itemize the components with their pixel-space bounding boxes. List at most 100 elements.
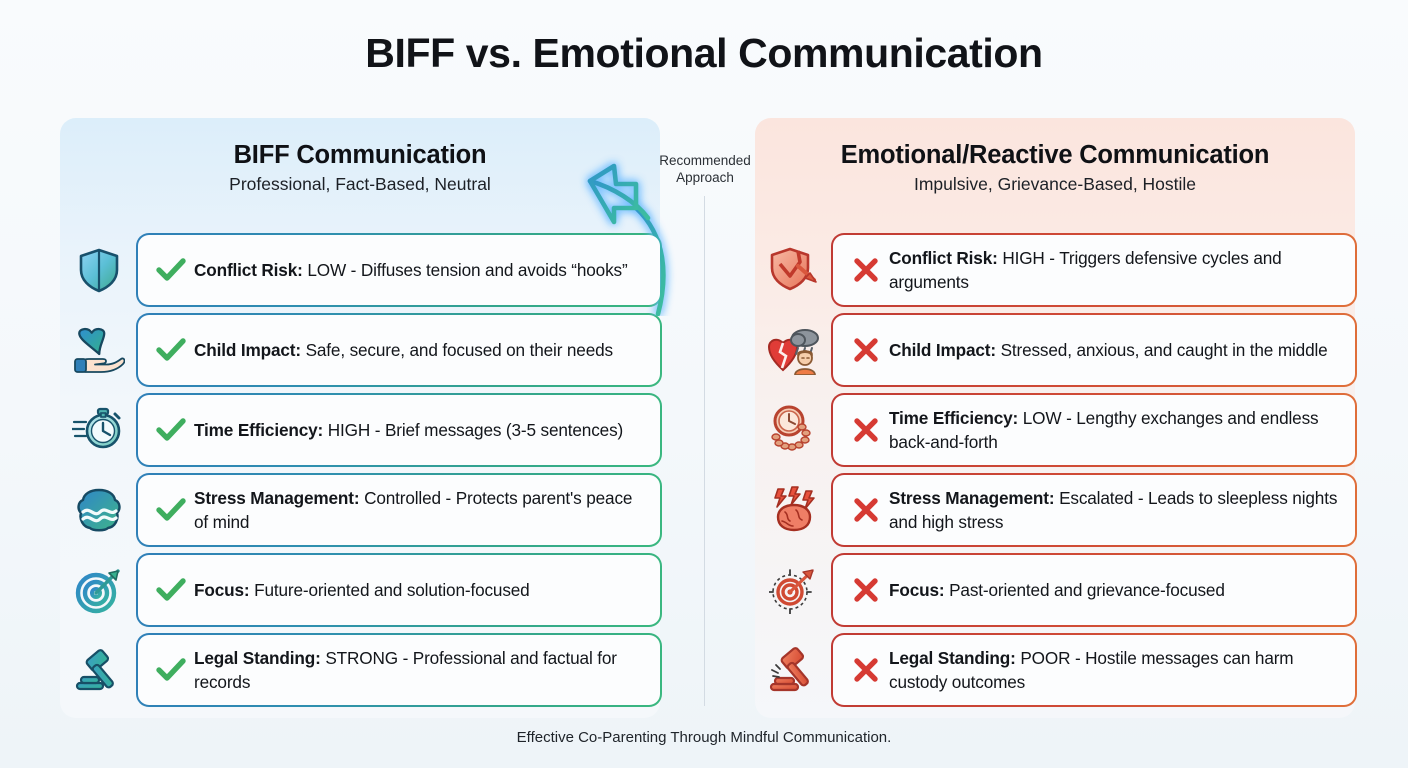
emotional-card: Time Efficiency: LOW - Lengthy exchanges…	[831, 393, 1357, 467]
cross-icon	[843, 416, 889, 444]
cross-icon	[843, 576, 889, 604]
biff-card: Focus: Future-oriented and solution-focu…	[136, 553, 662, 627]
biff-card: Conflict Risk: LOW - Diffuses tension an…	[136, 233, 662, 307]
emotional-card: Child Impact: Stressed, anxious, and cau…	[831, 313, 1357, 387]
table-row: Legal Standing: STRONG - Professional an…	[60, 630, 662, 710]
emotional-card: Conflict Risk: HIGH - Triggers defensive…	[831, 233, 1357, 307]
row-text: Child Impact: Safe, secure, and focused …	[194, 338, 613, 362]
table-row: Time Efficiency: HIGH - Brief messages (…	[60, 390, 662, 470]
row-label: Stress Management:	[194, 488, 360, 508]
row-label: Focus:	[194, 580, 250, 600]
table-row: Legal Standing: POOR - Hostile messages …	[755, 630, 1357, 710]
emotional-card: Legal Standing: POOR - Hostile messages …	[831, 633, 1357, 707]
row-text: Child Impact: Stressed, anxious, and cau…	[889, 338, 1328, 362]
curved-arrow-left-icon	[540, 126, 730, 317]
row-label: Time Efficiency:	[194, 420, 324, 440]
biff-row-list: Conflict Risk: LOW - Diffuses tension an…	[60, 230, 662, 710]
check-icon	[148, 657, 194, 683]
biff-column: BIFF Communication Professional, Fact-Ba…	[60, 118, 662, 718]
table-row: Child Impact: Stressed, anxious, and cau…	[755, 310, 1357, 390]
row-text: Focus: Future-oriented and solution-focu…	[194, 578, 530, 602]
emotional-card: Stress Management: Escalated - Leads to …	[831, 473, 1357, 547]
row-label: Focus:	[889, 580, 945, 600]
row-text: Time Efficiency: HIGH - Brief messages (…	[194, 418, 623, 442]
row-value: Escalated - Leads to sleepless nights an…	[889, 488, 1338, 532]
table-row: Conflict Risk: LOW - Diffuses tension an…	[60, 230, 662, 310]
table-row: Child Impact: Safe, secure, and focused …	[60, 310, 662, 390]
row-value: Stressed, anxious, and caught in the mid…	[1000, 340, 1328, 360]
row-text: Time Efficiency: LOW - Lengthy exchanges…	[889, 406, 1341, 454]
page-title: BIFF vs. Emotional Communication	[365, 30, 1043, 76]
broken-gavel-icon	[755, 630, 833, 710]
broken-heart-child-icon	[755, 310, 833, 390]
biff-card: Stress Management: Controlled - Protects…	[136, 473, 662, 547]
row-value: LOW - Lengthy exchanges and endless back…	[889, 408, 1319, 452]
row-value: Safe, secure, and focused on their needs	[305, 340, 614, 360]
row-label: Legal Standing:	[889, 648, 1016, 668]
row-text: Stress Management: Controlled - Protects…	[194, 486, 646, 534]
row-label: Child Impact:	[889, 340, 996, 360]
cross-icon	[843, 336, 889, 364]
row-label: Stress Management:	[889, 488, 1055, 508]
cross-icon	[843, 256, 889, 284]
stressed-brain-icon	[755, 470, 833, 550]
row-value: Controlled - Protects parent's peace of …	[194, 488, 633, 532]
cross-icon	[843, 656, 889, 684]
emotional-column: Emotional/Reactive Communication Impulsi…	[755, 118, 1357, 718]
pocket-watch-icon	[755, 390, 833, 470]
row-label: Time Efficiency:	[889, 408, 1019, 428]
recommended-line-1: Recommended	[659, 153, 751, 168]
stopwatch-icon	[60, 390, 138, 470]
row-value: Future-oriented and solution-focused	[254, 580, 530, 600]
footer-caption: Effective Co-Parenting Through Mindful C…	[516, 729, 892, 746]
table-row: Stress Management: Escalated - Leads to …	[755, 470, 1357, 550]
heart-hand-icon	[60, 310, 138, 390]
row-value: Past-oriented and grievance-focused	[949, 580, 1225, 600]
emotional-panel-header: Emotional/Reactive Communication Impulsi…	[755, 118, 1355, 218]
row-text: Stress Management: Escalated - Leads to …	[889, 486, 1341, 534]
table-row: Conflict Risk: HIGH - Triggers defensive…	[755, 230, 1357, 310]
table-row: Stress Management: Controlled - Protects…	[60, 470, 662, 550]
recommended-approach-label: Recommended Approach	[652, 152, 758, 186]
emotional-card: Focus: Past-oriented and grievance-focus…	[831, 553, 1357, 627]
table-row: Focus: Past-oriented and grievance-focus…	[755, 550, 1357, 630]
target-arrow-icon	[60, 550, 138, 630]
biff-card: Time Efficiency: HIGH - Brief messages (…	[136, 393, 662, 467]
row-value: HIGH - Brief messages (3-5 sentences)	[327, 420, 624, 440]
row-value: HIGH - Triggers defensive cycles and arg…	[889, 248, 1282, 292]
biff-panel-header: BIFF Communication Professional, Fact-Ba…	[60, 118, 660, 218]
shield-icon	[60, 230, 138, 310]
cross-icon	[843, 496, 889, 524]
row-text: Conflict Risk: LOW - Diffuses tension an…	[194, 258, 628, 282]
broken-shield-icon	[755, 230, 833, 310]
column-divider	[704, 196, 705, 706]
row-text: Legal Standing: STRONG - Professional an…	[194, 646, 646, 694]
row-text: Focus: Past-oriented and grievance-focus…	[889, 578, 1225, 602]
row-value: POOR - Hostile messages can harm custody…	[889, 648, 1294, 692]
biff-panel-subtitle: Professional, Fact-Based, Neutral	[229, 174, 491, 194]
calm-brain-icon	[60, 470, 138, 550]
biff-card: Child Impact: Safe, secure, and focused …	[136, 313, 662, 387]
gavel-icon	[60, 630, 138, 710]
table-row: Time Efficiency: LOW - Lengthy exchanges…	[755, 390, 1357, 470]
biff-panel-title: BIFF Communication	[233, 141, 487, 169]
check-icon	[148, 497, 194, 523]
row-value: LOW - Diffuses tension and avoids “hooks…	[307, 260, 628, 280]
row-label: Conflict Risk:	[194, 260, 303, 280]
emotional-row-list: Conflict Risk: HIGH - Triggers defensive…	[755, 230, 1357, 710]
row-text: Legal Standing: POOR - Hostile messages …	[889, 646, 1341, 694]
check-icon	[148, 577, 194, 603]
row-text: Conflict Risk: HIGH - Triggers defensive…	[889, 246, 1341, 294]
emotional-panel-subtitle: Impulsive, Grievance-Based, Hostile	[913, 174, 1197, 194]
target-past-icon	[755, 550, 833, 630]
recommended-line-2: Approach	[676, 170, 734, 185]
row-label: Child Impact:	[194, 340, 301, 360]
table-row: Focus: Future-oriented and solution-focu…	[60, 550, 662, 630]
biff-card: Legal Standing: STRONG - Professional an…	[136, 633, 662, 707]
row-label: Conflict Risk:	[889, 248, 998, 268]
check-icon	[148, 417, 194, 443]
row-value: STRONG - Professional and factual for re…	[194, 648, 617, 692]
row-label: Legal Standing:	[194, 648, 321, 668]
check-icon	[148, 337, 194, 363]
